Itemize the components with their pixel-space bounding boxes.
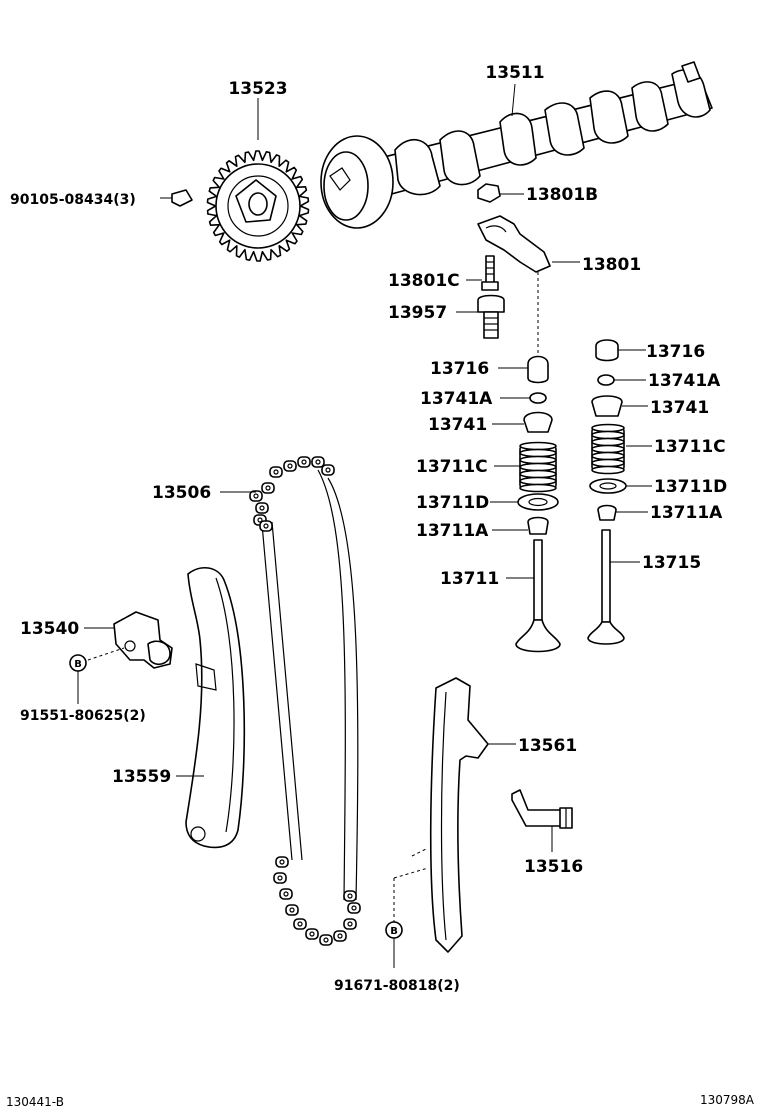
valve-spring-13711C-right	[591, 423, 625, 475]
label-13711A-right: 13711A	[650, 503, 723, 523]
label-91551-80625: 91551-80625(2)	[20, 708, 146, 724]
label-13741-left: 13741	[428, 415, 487, 435]
label-13801: 13801	[582, 255, 641, 275]
svg-text:B: B	[74, 659, 82, 670]
label-13741-right: 13741	[650, 398, 709, 418]
timing-chain-13506	[220, 456, 361, 946]
retainer-13741-right	[591, 395, 648, 417]
adjusting-screw-13801C	[466, 255, 499, 291]
retainer-13741-left	[492, 411, 553, 433]
label-13711D-left: 13711D	[416, 493, 489, 513]
label-91671-80818: 91671-80818(2)	[334, 978, 460, 994]
label-13523: 13523	[228, 79, 287, 99]
label-13561: 13561	[518, 736, 577, 756]
rocker-nut-13801B	[477, 183, 524, 203]
chain-vibration-damper-13561	[393, 677, 516, 953]
label-13540: 13540	[20, 619, 79, 639]
bolt-90105-08434	[160, 189, 193, 207]
spring-seat-13711D-left	[490, 493, 559, 511]
label-13711C-right: 13711C	[654, 437, 726, 457]
chain-tensioner-13540	[84, 611, 173, 669]
label-13801C: 13801C	[388, 271, 460, 291]
label-13741A-left: 13741A	[420, 389, 493, 409]
camshaft-13511	[320, 61, 713, 229]
rocker-arm-13801	[477, 215, 580, 354]
camshaft-sprocket-13523	[206, 98, 310, 262]
label-13711A-left: 13711A	[416, 521, 489, 541]
label-13511: 13511	[485, 63, 544, 83]
svg-text:B: B	[390, 926, 398, 937]
label-13711D-right: 13711D	[654, 477, 727, 497]
figure-ref-left: 130441-B	[6, 1095, 64, 1109]
ref-marker-b-left: B	[69, 654, 87, 704]
label-13711C-left: 13711C	[416, 457, 488, 477]
figure-ref-right: 130798A	[700, 1093, 755, 1107]
label-13801B: 13801B	[526, 185, 598, 205]
label-13716-left: 13716	[430, 359, 489, 379]
valve-spring-13711C-left	[519, 441, 557, 493]
valve-seal-13711A-right	[597, 504, 648, 521]
bolt-13957	[456, 294, 505, 339]
label-13716-right: 13716	[646, 342, 705, 362]
valve-lifter-13716-left	[498, 355, 549, 384]
label-13957: 13957	[388, 303, 447, 323]
exhaust-valve-13715	[587, 529, 640, 645]
oil-nozzle-13516	[511, 789, 573, 852]
label-13559: 13559	[112, 767, 171, 787]
keeper-13741A-left	[500, 392, 547, 404]
label-13741A-right: 13741A	[648, 371, 721, 391]
spring-seat-13711D-right	[589, 478, 652, 494]
label-13516: 13516	[524, 857, 583, 877]
ref-marker-b-right: B	[385, 878, 403, 968]
label-90105-08434: 90105-08434(3)	[10, 192, 136, 208]
valve-seal-13711A-left	[492, 516, 549, 535]
keeper-13741A-right	[597, 374, 646, 386]
valve-lifter-13716-right	[595, 339, 646, 362]
label-13715: 13715	[642, 553, 701, 573]
intake-valve-13711	[506, 539, 561, 653]
chain-tensioner-slipper-13559	[176, 567, 246, 849]
label-13506: 13506	[152, 483, 211, 503]
label-13711: 13711	[440, 569, 499, 589]
